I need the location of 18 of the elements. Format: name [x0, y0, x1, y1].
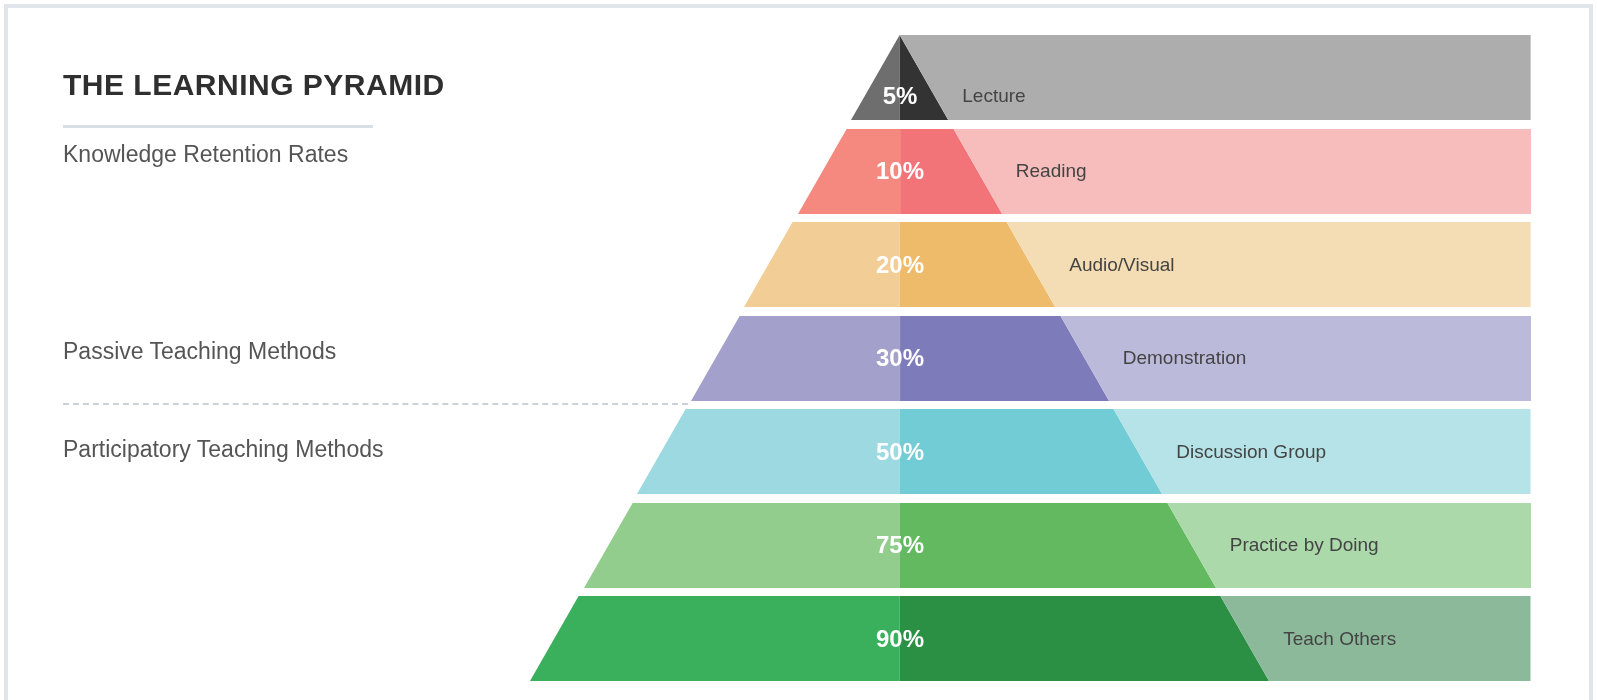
method-label: Teach Others	[1283, 627, 1397, 650]
percentage-label: 10%	[875, 157, 924, 185]
percentage-label: 75%	[875, 531, 924, 559]
percentage-label: 30%	[875, 344, 924, 372]
method-label: Practice by Doing	[1229, 534, 1379, 556]
percentage-label: 90%	[875, 624, 924, 653]
method-label: Lecture	[962, 84, 1026, 107]
method-label: Demonstration	[1122, 347, 1247, 369]
section-label: Passive Teaching Methods	[63, 338, 337, 365]
percentage-label: 50%	[875, 437, 924, 466]
section-label: Participatory Teaching Methods	[63, 436, 384, 463]
percentage-label: 5%	[882, 81, 918, 110]
subtitle: Knowledge Retention Rates	[63, 141, 349, 168]
method-label: Audio/Visual	[1069, 253, 1175, 276]
title: THE LEARNING PYRAMID	[63, 68, 445, 102]
method-label: Discussion Group	[1176, 440, 1327, 463]
method-label: Reading	[1015, 160, 1087, 182]
percentage-label: 20%	[875, 250, 924, 279]
